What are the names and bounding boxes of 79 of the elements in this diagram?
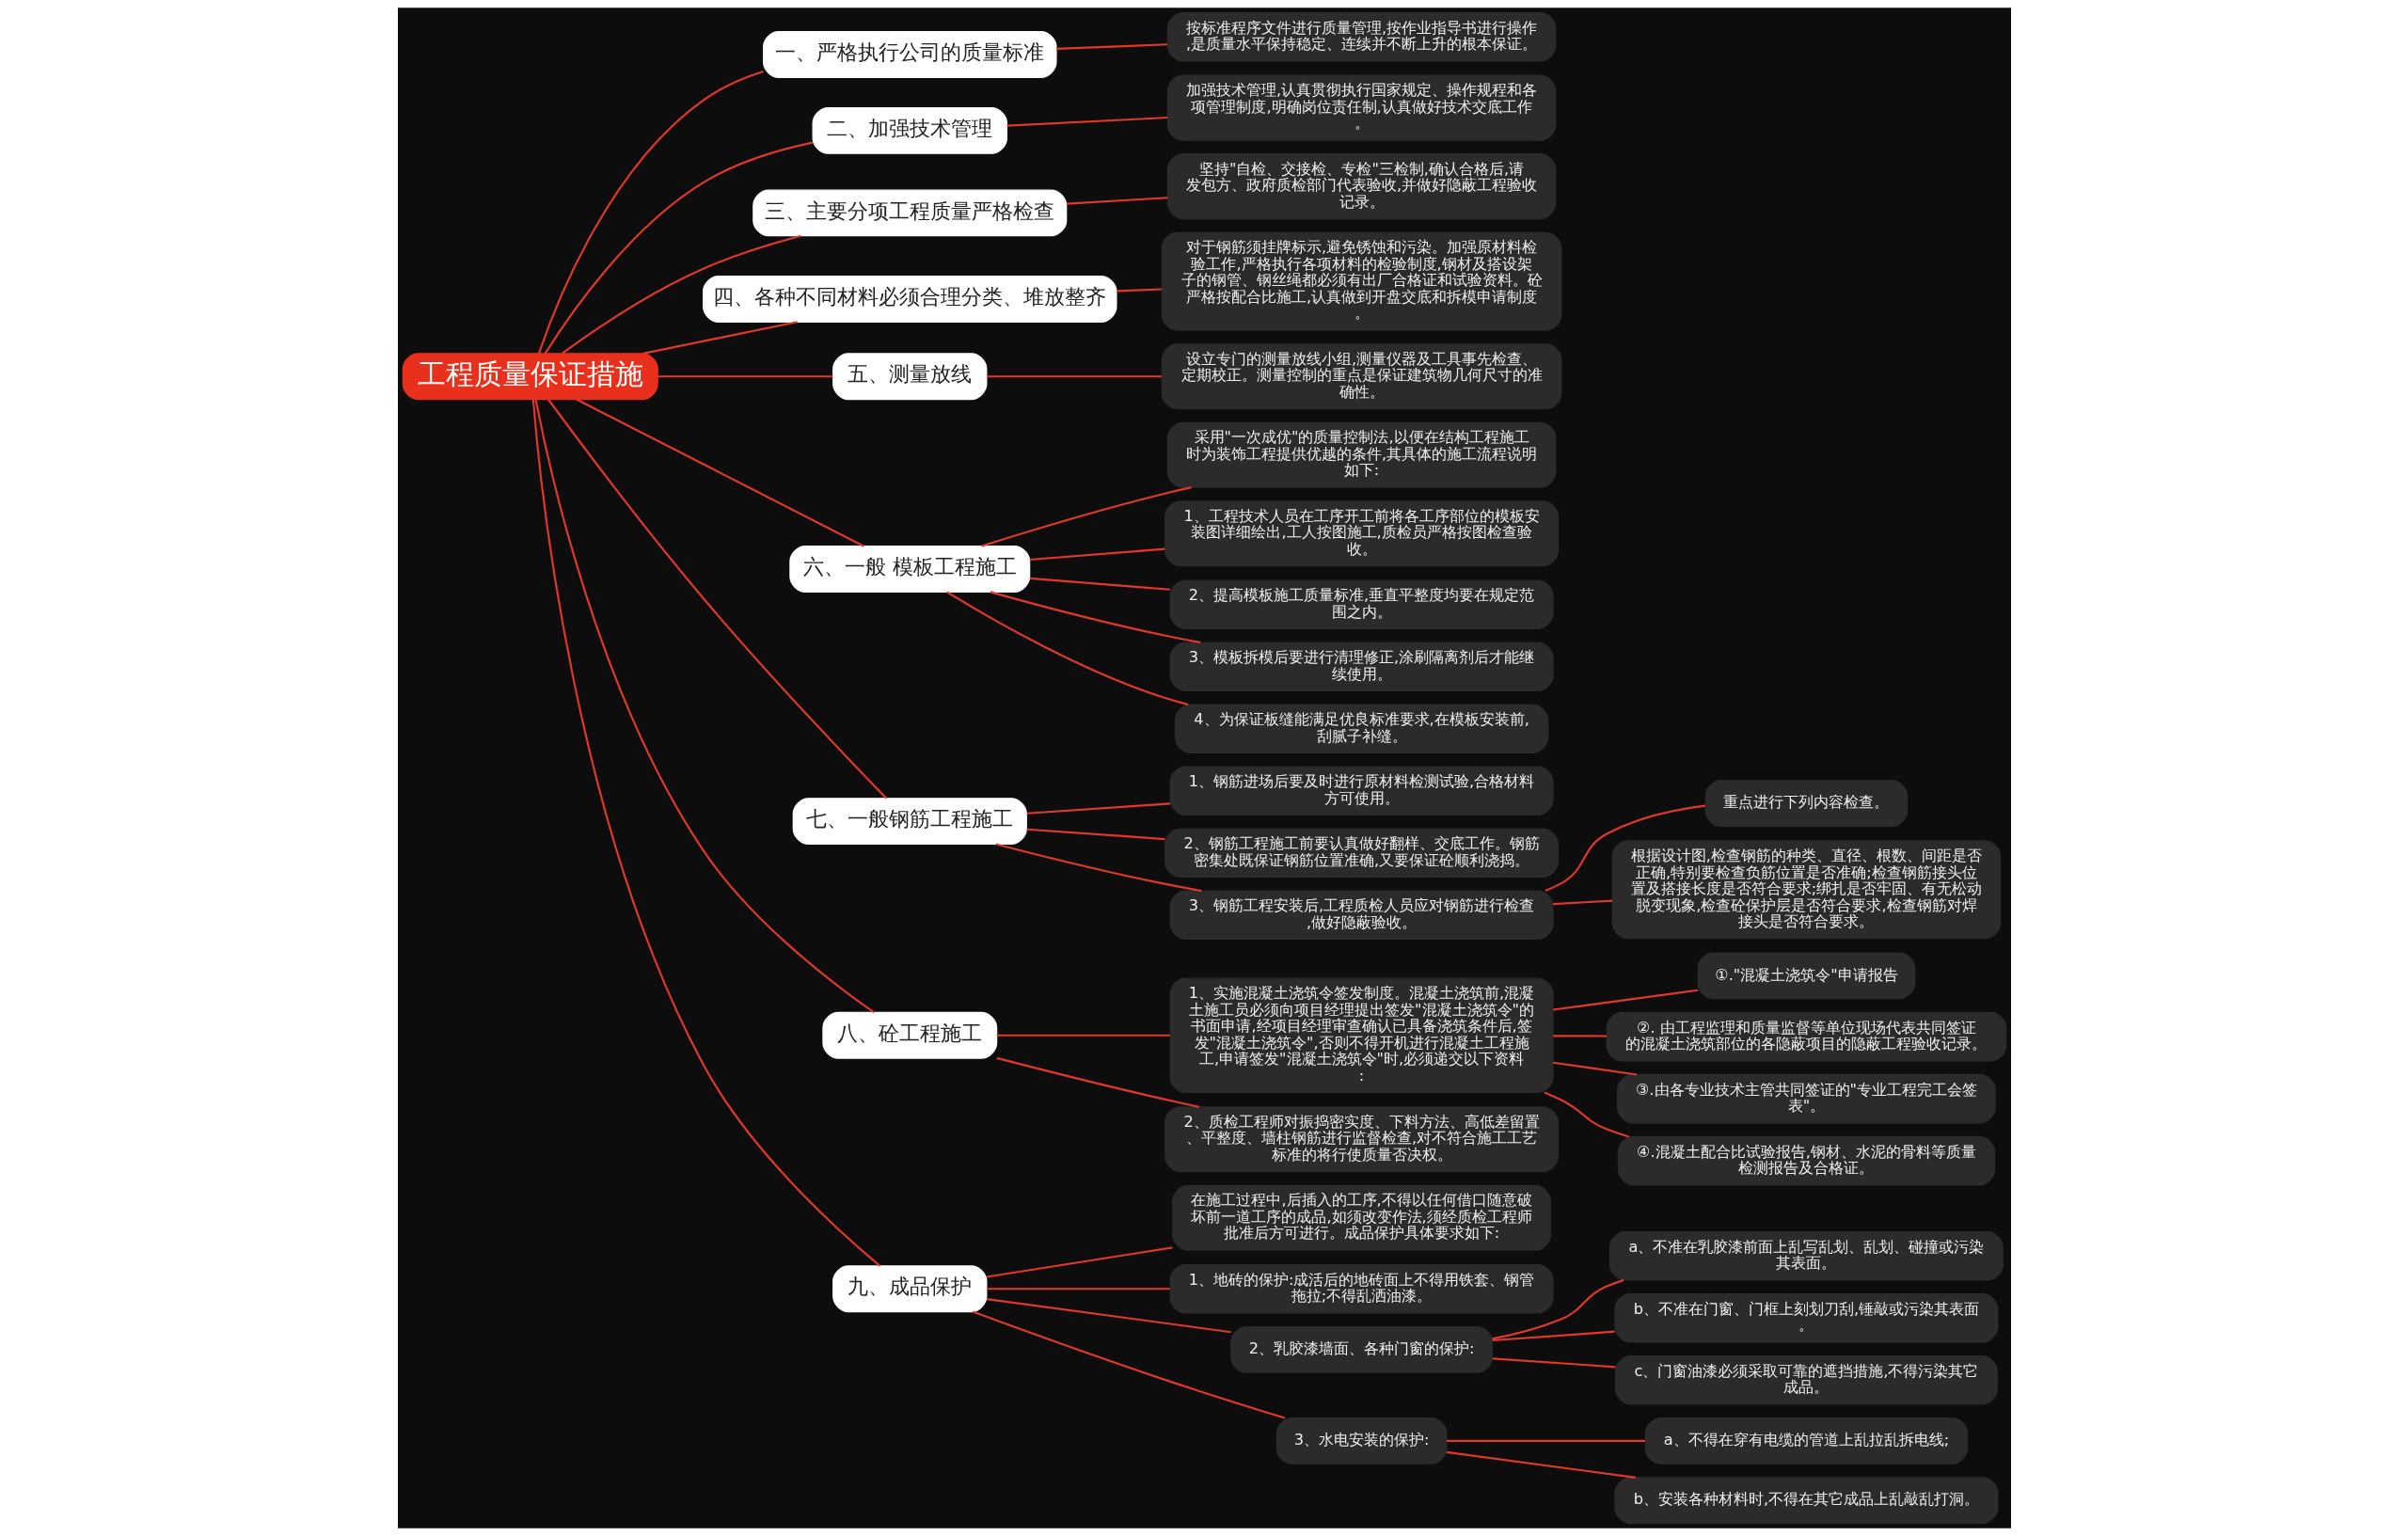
connector [1055,43,1167,50]
connector [986,1246,1172,1278]
connector [1066,197,1167,205]
node-box: 加强技术管理,认真贯彻执行国家规定、操作规程和各项管理制度,明确岗位责任制,认真做好技术交底工作。 [1166,74,1556,141]
connector [1446,1450,1636,1479]
connector [1492,1357,1616,1369]
connector [1006,116,1167,127]
node-box: 六、一般 模板工程施工 [788,546,1030,593]
connector [1552,1035,1607,1037]
node-box: a、不准在乳胶漆前面上乱写乱划、乱划、碰撞或污染其表面。 [1608,1230,2004,1281]
connector [1446,1439,1645,1442]
connector [547,398,887,800]
connector [945,591,1188,706]
connector [1029,577,1170,591]
connector [995,1056,1199,1108]
node-box: 二、加强技术管理 [812,106,1007,154]
connector [1029,547,1165,562]
node-box: 4、为保证板缝能满足优良标准要求,在模板安装前,刮腻子补缝。 [1174,704,1548,753]
node-box: 采用"一次成优"的质量控制法,以便在结构工程施工时为装饰工程提供优越的条件,其具体的施工流程说明如下: [1166,421,1556,488]
connector [995,843,1202,893]
connector [642,321,798,355]
node-box: 1、钢筋进场后要及时进行原材料检测试验,合格材料方可使用。 [1168,766,1554,816]
connector [990,591,1200,644]
node-box: 九、成品保护 [832,1265,987,1313]
connector [561,234,801,355]
node-box: 3、钢筋工程安装后,工程质检人员应对钢筋进行检查,做好隐蔽验收。 [1168,890,1554,941]
node-box: ①."混凝土浇筑令"申请报告 [1697,952,1915,1000]
connector [544,141,813,355]
node-box: 1、实施混凝土浇筑令签发制度。混凝土浇筑前,混凝土施工员必须向项目经理提出签发"混凝土浇筑令"的书面申请,经项目经理审查确认已具备浇筑条件后,签发"混凝土浇筑令",否则不得开机进行混凝土工程施工,申请签发"混凝土浇筑令"时,必须递交以下资料: [1168,977,1554,1094]
connector [531,399,880,1267]
connector [1026,802,1170,815]
connector [1552,899,1612,906]
connector [1552,989,1698,1011]
node-box: 2、质检工程师对振捣密实度、下料方法、高低差留置、平整度、墙柱钢筋进行监督检查,对不符合施工工艺标准的将行使质量否决权。 [1164,1106,1559,1173]
node-box: 按标准程序文件进行质量管理,按作业指导书进行操作,是质量水平保持稳定、连续并不断上升的根本保证。 [1166,11,1556,62]
node-box: 对于钢筋须挂牌标示,避免锈蚀和污染。加强原材料检验工作,严格执行各项材料的检验制度,钢材及搭设架子的钢管、钢丝绳都必须有出厂合格证和试验资料。砼严格按配合比施工,认真做到开盘交底和拆模申请制度。 [1161,231,1561,331]
node-box: 2、乳胶漆墙面、各种门窗的保护: [1229,1325,1493,1373]
node-box: 坚持"自检、交接检、专检"三检制,确认合格后,请发包方、政府质检部门代表验收,并做好隐蔽工程验收记录。 [1166,153,1556,220]
connector [996,1034,1170,1037]
node-box: ④.混凝土配合比试验报告,钢材、水泥的骨料等质量检测报告及合格证。 [1617,1135,1995,1186]
connector [1491,1278,1624,1340]
node-box: 3、水电安装的保护: [1275,1417,1447,1465]
connector [980,486,1192,547]
node-box: 八、砼工程施工 [821,1011,997,1059]
node-box: 2、提高模板施工质量标准,垂直平整度均要在规定范围之内。 [1168,579,1554,629]
node-box: 七、一般钢筋工程施工 [792,798,1027,845]
node-box: 三、主要分项工程质量严格检查 [752,189,1067,237]
connector [986,1298,1231,1334]
node-box: 在施工过程中,后插入的工序,不得以任何借口随意破坏前一道工序的成品,如须改变作法,须经质检工程师批准后方可进行。成品保护具体要求如下: [1171,1184,1551,1251]
node-box: c、门窗油漆必须采取可靠的遮挡措施,不得污染其它成品。 [1614,1354,1998,1405]
node-box: a、不得在穿有电缆的管道上乱拉乱拆电线; [1644,1417,1968,1465]
node-box: 重点进行下列内容检查。 [1704,780,1908,828]
node-box: 根据设计图,检查钢筋的种类、直径、根数、间距是否正确,特别要检查负筋位置是否准确;检查钢筋接头位置及搭接长度是否符合要求;绑扎是否牢固、有无松动脱变现象,检查砼保护层是否符合要求,检查钢筋对焊接头是否符合要求。 [1611,840,2001,940]
node-box: ②. 由工程监理和质量监督等单位现场代表共同签证的混凝土浇筑部位的各隐蔽项目的隐蔽工程验收记录。 [1606,1011,2006,1062]
connector [657,375,832,378]
connector [1026,828,1164,841]
node-box: 2、钢筋工程施工前要认真做好翻样、交底工作。钢筋密集处既保证钢筋位置准确,又要保证砼顺利浇捣。 [1164,828,1559,879]
node-box: 1、工程技术人员在工序开工前将各工序部位的模板安装图详细绘出,工人按图施工,质检员严格按图检查验收。 [1164,500,1559,567]
connector [1544,1091,1629,1138]
node-box: 四、各种不同材料必须合理分类、堆放整齐 [702,276,1117,323]
connector [986,375,1162,378]
connector [986,1288,1170,1291]
connector [972,1310,1285,1419]
connector [534,399,875,1014]
node-box: 3、模板拆模后要进行清理修正,涂刷隔离剂后才能继续使用。 [1168,641,1554,691]
node-box: 1、地砖的保护:成活后的地砖面上不得用铁套、钢管拖拉;不得乱洒油漆。 [1168,1263,1554,1314]
connector [1492,1330,1615,1342]
node-box: ③.由各专业技术主管共同签证的"专业工程完工会签表"。 [1616,1073,1996,1124]
node-box: b、安装各种材料时,不得在其它成品上乱敲乱打洞。 [1613,1477,1999,1525]
connector [1552,1061,1637,1076]
node-box: b、不准在门窗、门框上刻划刀刮,锤敲或污染其表面。 [1613,1292,1999,1343]
node-box: 一、严格执行公司的质量标准 [762,31,1057,78]
node-box: 工程质量保证措施 [402,353,658,401]
node-box: 设立专门的测量放线小组,测量仪器及工具事先检查、定期校正。测量控制的重点是保证建筑物几何尺寸的准确性。 [1161,343,1561,410]
connector [1545,804,1705,893]
connector [537,71,764,355]
connector [575,398,864,547]
connector [1116,288,1162,293]
node-box: 五、测量放线 [832,353,987,401]
